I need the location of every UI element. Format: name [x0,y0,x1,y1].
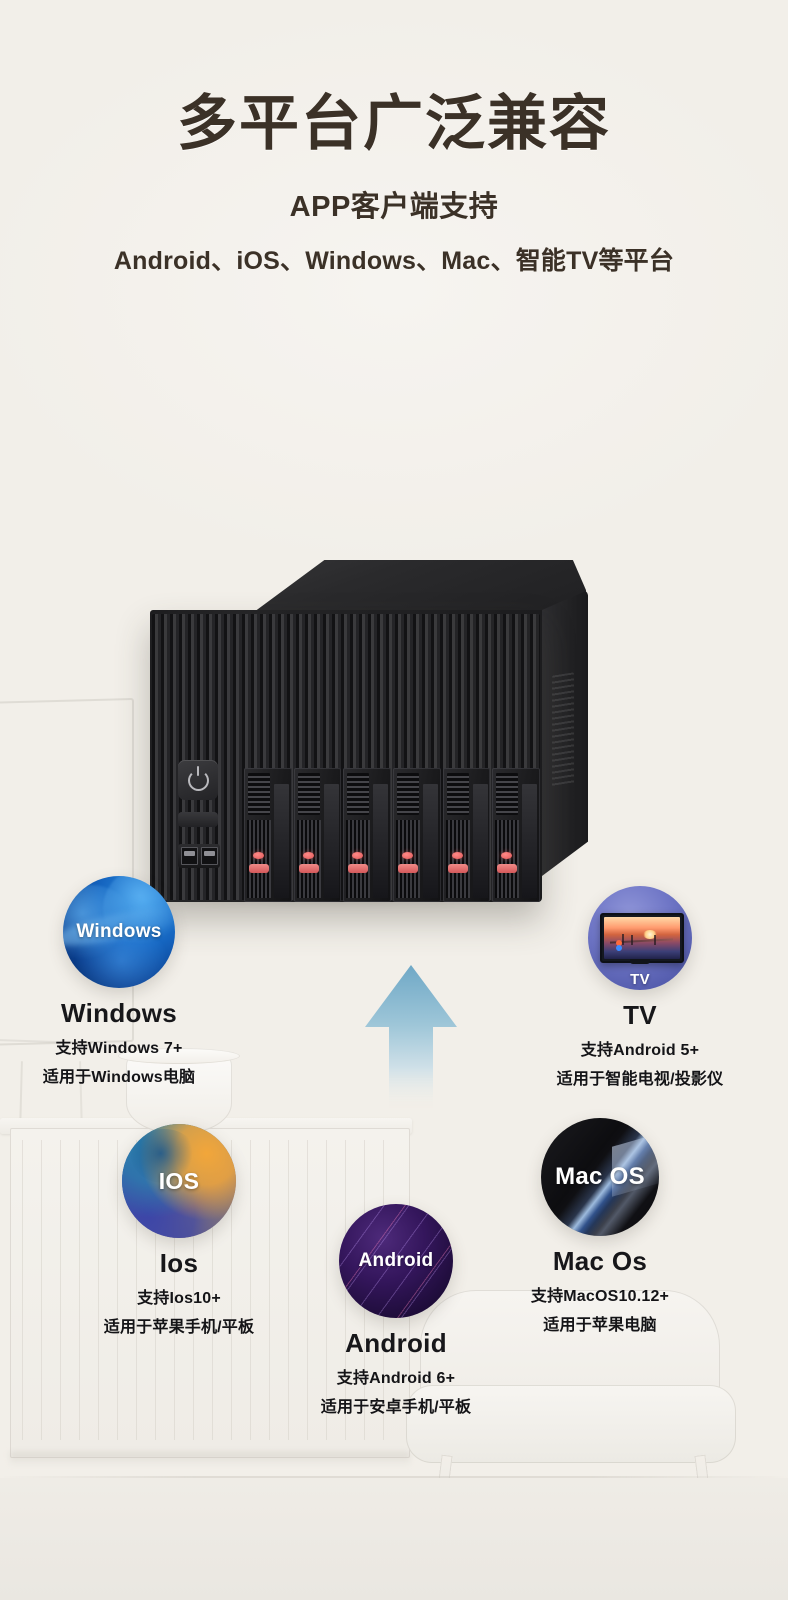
drive-bay[interactable] [293,768,342,902]
bay-status-indicator [402,852,414,859]
tv-badge-label: TV [630,971,650,989]
bay-vent-slots [347,773,370,815]
tv-art [588,886,692,990]
cabinet-shadow [10,1452,410,1466]
bay-lower-vents [396,820,421,898]
bay-release-tab[interactable] [398,864,419,873]
bay-side-plate [373,784,389,898]
floor [0,1478,788,1600]
device-side-vents [552,672,574,788]
platform-support-windows: 支持Windows 7+ [55,1040,183,1057]
bay-release-tab[interactable] [497,864,518,873]
platform-usage-macos: 适用于苹果电脑 [543,1317,657,1334]
platform-support-android: 支持Android 6+ [336,1370,456,1387]
bay-lower-vents [495,820,520,898]
bay-side-plate [274,784,289,898]
usb-port-icon [180,847,198,865]
platform-name-tv: TV [623,1000,657,1030]
usb-port-icon [200,847,218,865]
bay-vent-slots [397,773,420,815]
page-title: 多平台广泛兼容 [177,90,611,157]
status-led-strip [178,812,218,827]
header-block: 多平台广泛兼容 APP客户端支持 Android、iOS、Windows、Mac… [0,0,788,277]
armchair-leg-left [430,1454,453,1548]
floor-line [0,1476,788,1478]
platform-support-ios: 支持Ios10+ [137,1290,221,1307]
android-badge-label: Android [358,1250,434,1271]
bay-release-tab[interactable] [348,864,369,873]
bay-side-plate [472,784,488,898]
bay-side-plate [323,784,339,898]
platform-badge-android[interactable]: Android Android 支持Android 6+ 适用于安卓手机/平板 [292,1204,500,1417]
platform-usage-ios: 适用于苹果手机/平板 [103,1319,255,1336]
platform-name-android: Android [345,1328,447,1358]
platform-usage-windows: 适用于Windows电脑 [42,1069,196,1086]
bay-lower-vents [247,820,271,898]
platform-badge-windows[interactable]: Windows Windows 支持Windows 7+ 适用于Windows电… [14,876,224,1087]
macos-logo-icon: Mac OS [541,1118,659,1236]
bay-status-indicator [352,852,364,859]
windows-logo-icon: Windows [63,876,175,988]
platform-name-ios: Ios [159,1248,199,1278]
bay-status-indicator [501,852,513,859]
bay-vent-slots [446,773,469,815]
bay-vent-slots [496,773,519,815]
power-button[interactable] [178,760,218,800]
drive-bay[interactable] [393,768,441,902]
bay-side-plate [522,784,538,898]
platform-usage-android: 适用于安卓手机/平板 [320,1399,472,1416]
usb-ports[interactable] [178,844,220,868]
ios-logo-icon: IOS [122,1124,236,1238]
drive-bay[interactable] [343,768,392,902]
bay-vent-slots [248,773,270,815]
windows-art [63,876,175,988]
platform-name-windows: Windows [61,998,177,1028]
power-icon [187,765,209,791]
armchair-leg-right [694,1454,717,1548]
page-subtitle: APP客户端支持 [289,190,499,223]
bay-release-tab[interactable] [447,864,468,873]
bay-status-indicator [451,852,463,859]
bay-side-plate [423,784,439,898]
macos-art [541,1118,659,1236]
bay-lower-vents [445,820,470,898]
drive-bay-group [244,768,541,902]
android-logo-icon: Android [339,1204,453,1318]
page-subtitle-platforms: Android、iOS、Windows、Mac、智能TV等平台 [113,246,675,275]
ios-badge-label: IOS [158,1167,200,1194]
tv-logo-icon: TV [588,886,692,990]
android-art [339,1204,453,1318]
platform-usage-tv: 适用于智能电视/投影仪 [556,1071,724,1088]
platform-badge-ios[interactable]: IOS Ios 支持Ios10+ 适用于苹果手机/平板 [76,1124,282,1337]
platform-support-macos: 支持MacOS10.12+ [530,1288,670,1305]
platform-badge-tv[interactable]: TV TV 支持Android 5+ 适用于智能电视/投影仪 [534,886,746,1089]
bay-lower-vents [346,820,371,898]
upload-arrow-icon [363,963,459,1108]
device-side-panel [542,590,588,876]
platform-name-macos: Mac Os [552,1246,648,1276]
nas-device [148,556,588,906]
drive-bay[interactable] [244,768,292,902]
bay-status-indicator [253,852,264,859]
drive-bay[interactable] [442,768,491,902]
windows-badge-label: Windows [76,921,162,942]
bay-release-tab[interactable] [298,864,319,873]
bay-status-indicator [302,852,314,859]
bay-lower-vents [296,820,321,898]
platform-badge-macos[interactable]: Mac OS Mac Os 支持MacOS10.12+ 适用于苹果电脑 [494,1118,706,1335]
bay-release-tab[interactable] [249,864,269,873]
armchair-base-pad [538,1508,656,1534]
ios-art [122,1124,236,1238]
macos-badge-label: Mac OS [555,1163,645,1190]
bay-vent-slots [297,773,320,815]
drive-bay[interactable] [492,768,541,902]
platform-support-tv: 支持Android 5+ [580,1042,700,1059]
